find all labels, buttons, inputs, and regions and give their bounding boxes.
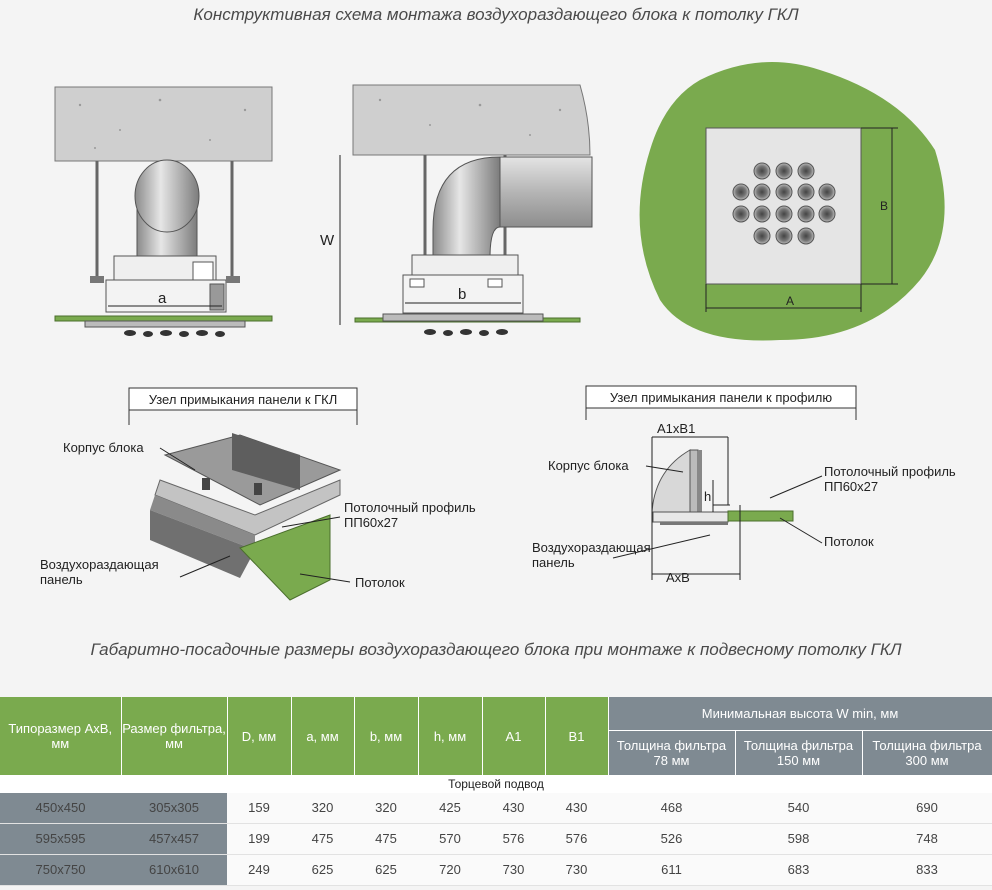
header-h: h, мм <box>418 697 483 775</box>
node2-panel-label-1: Воздухораздающая <box>532 540 651 555</box>
diffuser-nozzles <box>124 330 225 337</box>
unit-housing <box>105 279 227 313</box>
node1-housing-label: Корпус блока <box>63 440 144 455</box>
header-f150: Толщина фильтра 150 мм <box>735 730 863 776</box>
ceiling-board <box>54 315 273 322</box>
node2-h-label: h <box>704 489 711 504</box>
duct-horizontal <box>499 156 593 228</box>
header-a1: A1 <box>482 697 546 775</box>
dim-A-label: A <box>786 294 794 308</box>
mounting-diagrams: a b W <box>40 62 956 601</box>
header-b1: B1 <box>545 697 609 775</box>
header-filter: Размер фильтра, мм <box>121 697 228 775</box>
dim-B-label: B <box>880 199 888 213</box>
side-view-a: a <box>54 86 273 337</box>
duct-elbow <box>432 156 501 259</box>
node1-panel-label-2: панель <box>40 572 83 587</box>
diffuser-panel <box>382 313 544 322</box>
duct-elbow <box>134 159 200 233</box>
node2-a1b1-label: A1xB1 <box>657 421 695 436</box>
header-type: Типоразмер AxB, мм <box>0 697 122 775</box>
dimensions-table: Типоразмер AxB, мм Размер фильтра, мм D,… <box>0 697 992 886</box>
dim-w-label: W <box>320 232 335 249</box>
header-b: b, мм <box>354 697 419 775</box>
node2-title: Узел примыкания панели к профилю <box>610 390 832 405</box>
dim-b-label: b <box>458 286 466 303</box>
concrete-slab <box>54 86 273 162</box>
header-a: a, мм <box>291 697 355 775</box>
node2-panel-label-2: панель <box>532 555 575 570</box>
node1-title: Узел примыкания панели к ГКЛ <box>149 392 338 407</box>
detail-node-1: Узел примыкания панели к ГКЛ Корпус блок… <box>40 387 476 601</box>
node2-housing-label: Корпус блока <box>548 458 629 473</box>
node1-panel-label-1: Воздухораздающая <box>40 557 159 572</box>
node2-axb-label: AxB <box>666 570 690 585</box>
diffuser-panel <box>84 320 246 328</box>
unit-housing-top <box>411 254 519 276</box>
concrete-speckles <box>78 98 247 149</box>
header-f78: Толщина фильтра 78 мм <box>608 730 736 776</box>
node2-profile-label-1: Потолочный профиль <box>824 464 956 479</box>
header-f300: Толщина фильтра 300 мм <box>862 730 992 776</box>
nozzle-grid <box>732 162 836 245</box>
side-view-b: b W <box>320 84 593 336</box>
header-d: D, мм <box>227 697 292 775</box>
node1-profile-label-2: ПП60х27 <box>344 515 398 530</box>
header-wmin: Минимальная высота W min, мм <box>608 697 992 731</box>
plan-view: B A <box>639 62 945 341</box>
diagram-title: Конструктивная схема монтажа воздухоразд… <box>193 5 799 24</box>
section-label: Торцевой подвод <box>0 775 992 793</box>
concrete-slab <box>352 84 591 156</box>
table-title: Габаритно-посадочные размеры воздухоразд… <box>90 640 902 659</box>
dim-a-label: a <box>158 290 167 307</box>
node2-profile-label-2: ПП60х27 <box>824 479 878 494</box>
detail-node-2: Узел примыкания панели к профилю A1xB1 К… <box>532 385 956 585</box>
node1-profile-label-1: Потолочный профиль <box>344 500 476 515</box>
node2-ceiling-label: Потолок <box>824 534 874 549</box>
node1-ceiling-label: Потолок <box>355 575 405 590</box>
